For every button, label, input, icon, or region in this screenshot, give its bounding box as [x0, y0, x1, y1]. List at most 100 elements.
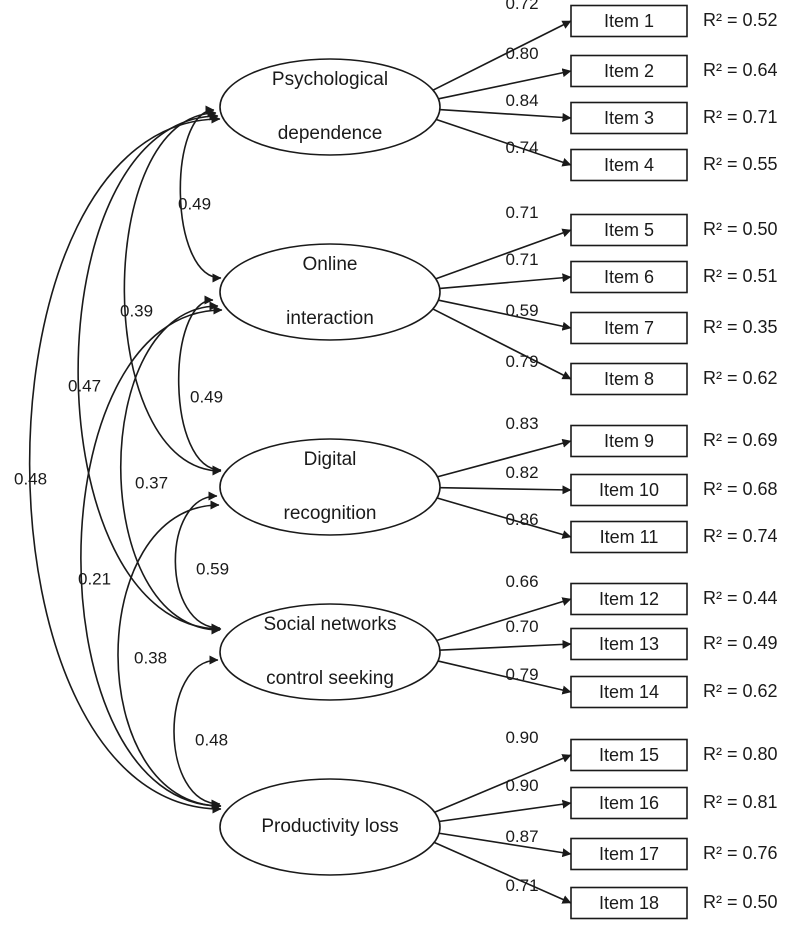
r-squared-16: R² = 0.81: [703, 792, 778, 812]
loading-arrow-6: [419, 273, 572, 291]
factor-loadings: 0.720.800.840.740.710.710.590.790.830.82…: [419, 0, 572, 904]
loading-value-8: 0.79: [505, 352, 538, 371]
loading-value-12: 0.66: [505, 572, 538, 591]
item-box-18: [570, 886, 688, 920]
item-label-10: Item 10: [599, 480, 659, 500]
correlation-arc-online-prod: [80, 305, 223, 811]
factor-label-digital-2: recognition: [284, 503, 377, 524]
item-box-9: [570, 424, 688, 458]
factor-label-psych-2: dependence: [278, 123, 383, 144]
loading-arrow-13: [419, 639, 572, 652]
r-squared-6: R² = 0.51: [703, 266, 778, 286]
correlation-arc-online-social: [120, 301, 221, 635]
item-box-11: [570, 520, 688, 554]
loading-arrow-10: [419, 485, 572, 495]
correlation-arc-psych-social: [77, 111, 222, 634]
factor-label-online-1: Online: [303, 254, 358, 275]
r-squared-3: R² = 0.71: [703, 107, 778, 127]
loading-value-13: 0.70: [505, 617, 538, 636]
item-label-9: Item 9: [604, 431, 654, 451]
r-squared-11: R² = 0.74: [703, 526, 778, 546]
loading-arrow-4: [419, 113, 572, 167]
item-label-5: Item 5: [604, 220, 654, 240]
factor-label-social-1: Social networks: [263, 614, 396, 635]
r-squared-8: R² = 0.62: [703, 368, 778, 388]
item-label-7: Item 7: [604, 318, 654, 338]
loading-value-6: 0.71: [505, 250, 538, 269]
item-box-5: [570, 213, 688, 247]
loading-value-10: 0.82: [505, 463, 538, 482]
loading-arrow-5: [419, 228, 572, 286]
loading-arrow-15: [419, 754, 572, 820]
loading-value-4: 0.74: [505, 138, 538, 157]
item-box-8: [570, 362, 688, 396]
item-box-16: [570, 786, 688, 820]
item-label-12: Item 12: [599, 589, 659, 609]
r-squared-13: R² = 0.49: [703, 633, 778, 653]
loading-value-9: 0.83: [505, 414, 538, 433]
correlation-arc-social-prod: [173, 655, 221, 809]
factor-ellipse-online: [219, 243, 441, 341]
r-squared-12: R² = 0.44: [703, 588, 778, 608]
r-squared-7: R² = 0.35: [703, 317, 778, 337]
loading-value-1: 0.72: [505, 0, 538, 13]
correlation-arc-digital-social: [174, 491, 221, 633]
factor-label-prod-1: Productivity loss: [261, 816, 398, 837]
correlation-value-psych-social: 0.47: [68, 376, 101, 395]
loading-arrow-17: [419, 829, 572, 858]
loading-arrow-12: [419, 597, 572, 647]
loading-arrow-9: [419, 438, 572, 483]
loading-value-14: 0.79: [505, 665, 538, 684]
item-box-6: [570, 260, 688, 294]
r-squared-17: R² = 0.76: [703, 843, 778, 863]
item-label-2: Item 2: [604, 61, 654, 81]
item-label-11: Item 11: [600, 527, 659, 547]
correlation-value-digital-social: 0.59: [196, 559, 229, 578]
loading-value-2: 0.80: [505, 44, 538, 63]
correlation-value-online-digital: 0.49: [190, 387, 223, 406]
correlation-value-psych-digital: 0.39: [120, 301, 153, 320]
correlation-arc-psych-prod: [28, 114, 222, 814]
r-squared-15: R² = 0.80: [703, 744, 778, 764]
r-squared-18: R² = 0.50: [703, 892, 778, 912]
factor-label-social-2: control seeking: [266, 668, 394, 689]
correlation-value-digital-prod: 0.38: [134, 648, 167, 667]
correlation-value-online-social: 0.37: [135, 473, 168, 492]
correlation-arcs: 0.490.390.470.480.490.370.210.590.380.48: [14, 105, 229, 814]
factor-ellipse-digital: [219, 438, 441, 536]
r-squared-9: R² = 0.69: [703, 430, 778, 450]
loading-arrow-7: [419, 295, 572, 331]
correlation-arc-online-digital: [177, 295, 222, 475]
loading-value-5: 0.71: [505, 203, 538, 222]
r-squared-4: R² = 0.55: [703, 154, 778, 174]
correlation-value-psych-online: 0.49: [178, 194, 211, 213]
item-box-3: [570, 101, 688, 135]
loading-value-15: 0.90: [505, 728, 538, 747]
item-box-1: [570, 4, 688, 38]
item-box-17: [570, 837, 688, 871]
loading-arrow-2: [419, 68, 572, 104]
correlation-value-psych-prod: 0.48: [14, 469, 47, 488]
item-label-8: Item 8: [604, 369, 654, 389]
item-label-18: Item 18: [599, 893, 659, 913]
item-label-15: Item 15: [599, 745, 659, 765]
r-squared-14: R² = 0.62: [703, 681, 778, 701]
item-label-16: Item 16: [599, 793, 659, 813]
item-box-2: [570, 54, 688, 88]
item-box-12: [570, 582, 688, 616]
loading-arrow-16: [419, 799, 572, 825]
factor-ellipse-prod: [219, 778, 441, 876]
r-squared-1: R² = 0.52: [703, 10, 778, 30]
correlation-value-social-prod: 0.48: [195, 730, 228, 749]
factor-ellipse-social: [219, 603, 441, 701]
correlation-arc-digital-prod: [117, 500, 222, 811]
latent-factors: PsychologicaldependenceOnlineinteraction…: [219, 58, 441, 876]
item-label-13: Item 13: [599, 634, 659, 654]
item-label-3: Item 3: [604, 108, 654, 128]
loading-value-7: 0.59: [505, 301, 538, 320]
correlation-arc-psych-digital: [123, 108, 222, 476]
factor-label-psych-1: Psychological: [272, 69, 388, 90]
loading-arrow-11: [419, 492, 572, 539]
